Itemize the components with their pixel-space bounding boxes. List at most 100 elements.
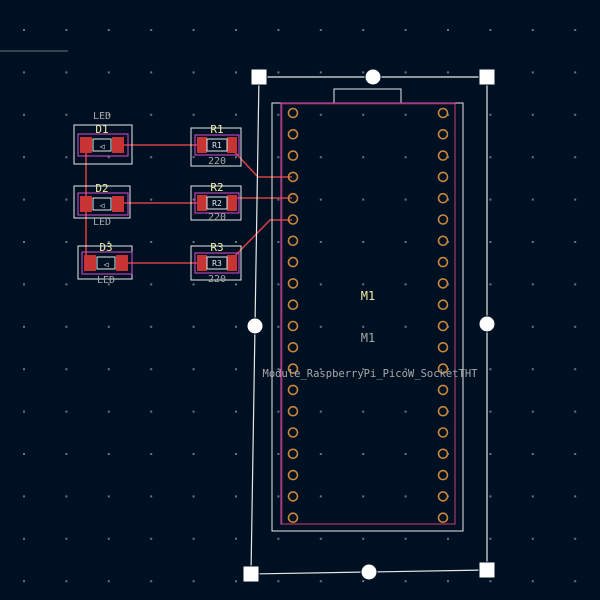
pad[interactable]: [84, 255, 96, 271]
pad[interactable]: [112, 196, 124, 212]
grid-dot: [531, 113, 534, 116]
footprint-r1[interactable]: R1 R1 220: [190, 123, 242, 167]
pin-hole[interactable]: [287, 278, 299, 289]
pin-hole[interactable]: [437, 512, 449, 524]
pin-hole[interactable]: [287, 448, 299, 460]
pin-hole[interactable]: [437, 107, 449, 119]
corner-handle-top-right[interactable]: [478, 68, 496, 86]
pin-hole[interactable]: [287, 469, 299, 481]
grid-dot: [192, 71, 195, 74]
grid-dot: [447, 580, 449, 583]
grid-dot: [489, 241, 492, 243]
pin-hole[interactable]: [437, 192, 449, 204]
pin-hole[interactable]: [437, 129, 449, 140]
pin-hole[interactable]: [437, 405, 449, 417]
grid-dot: [192, 410, 195, 413]
pin-hole[interactable]: [437, 214, 449, 225]
corner-handle-bottom-right[interactable]: [478, 561, 496, 579]
pin-hole[interactable]: [287, 363, 299, 374]
pin-hole[interactable]: [437, 171, 449, 183]
pin-hole[interactable]: [287, 235, 299, 247]
footprint-d1[interactable]: LED D1 ◁: [73, 111, 133, 165]
edit-handles[interactable]: [242, 68, 496, 583]
pin-hole[interactable]: [437, 278, 449, 289]
pin-hole[interactable]: [437, 150, 449, 161]
pin-hole[interactable]: [437, 320, 449, 332]
grid-dot: [150, 495, 153, 498]
midpoint-handle-left[interactable]: [246, 317, 264, 335]
pad[interactable]: [227, 137, 237, 153]
pad[interactable]: [80, 196, 92, 212]
grid-dot: [489, 29, 492, 31]
grid-dot: [319, 580, 322, 583]
pin-hole[interactable]: [287, 491, 299, 502]
grid-dot: [404, 198, 407, 201]
grid-dot: [531, 410, 534, 413]
pin-hole[interactable]: [287, 192, 299, 204]
grid-dot: [362, 283, 365, 286]
pad[interactable]: [80, 137, 92, 153]
pin-hole[interactable]: [287, 107, 299, 119]
pin-hole[interactable]: [437, 448, 449, 460]
pin-hole[interactable]: [437, 491, 449, 502]
pin-hole[interactable]: [437, 427, 449, 438]
pad[interactable]: [227, 195, 237, 211]
pin-hole[interactable]: [287, 405, 299, 417]
r2-reference: R2: [210, 181, 223, 194]
grid-dot: [150, 325, 153, 328]
grid-dot: [150, 198, 153, 201]
grid-dot: [277, 198, 280, 201]
pad[interactable]: [112, 137, 124, 153]
grid-dot: [235, 283, 237, 286]
midpoint-handle-bottom[interactable]: [360, 563, 378, 581]
pin-hole[interactable]: [437, 469, 449, 481]
pin-hole[interactable]: [287, 171, 299, 183]
corner-handle-bottom-left[interactable]: [242, 565, 260, 583]
grid-dot: [150, 410, 153, 413]
grid-dot: [574, 283, 577, 286]
track[interactable]: [227, 219, 292, 264]
grid-dot: [235, 495, 237, 498]
pin-hole[interactable]: [287, 427, 299, 438]
grid-dot: [319, 113, 322, 116]
pad[interactable]: [197, 137, 207, 153]
pin-hole[interactable]: [287, 384, 299, 396]
pin-hole[interactable]: [287, 150, 299, 161]
pin-hole[interactable]: [287, 129, 299, 140]
footprint-d3[interactable]: D3 ◁ LED: [77, 241, 133, 286]
pin-hole[interactable]: [287, 512, 299, 524]
footprint-d2[interactable]: D2 ◁ LED: [73, 182, 131, 228]
footprint-m1[interactable]: M1 M1 Module_RaspberryPi_PicoW_SocketTHT: [263, 88, 479, 532]
corner-handle-top-left[interactable]: [250, 68, 268, 86]
footprint-r2[interactable]: R2 R2 220: [190, 181, 242, 223]
grid-dot: [574, 410, 577, 413]
grid-dot: [319, 537, 322, 540]
pin-hole[interactable]: [287, 299, 299, 311]
pin-hole[interactable]: [437, 384, 449, 396]
pad[interactable]: [197, 195, 207, 211]
pin-hole[interactable]: [437, 256, 449, 268]
grid-dot: [574, 368, 577, 371]
grid-dot: [107, 325, 110, 328]
midpoint-handle-right[interactable]: [478, 315, 496, 333]
pin-hole[interactable]: [437, 341, 449, 353]
grid-dot: [277, 113, 280, 116]
grid-dot: [319, 453, 322, 455]
pad[interactable]: [197, 255, 207, 271]
pin-hole[interactable]: [287, 256, 299, 268]
grid-dot: [531, 241, 534, 243]
grid-dot: [404, 537, 407, 540]
midpoint-handle-top[interactable]: [364, 68, 382, 86]
footprint-r3[interactable]: R3 R3 220: [190, 241, 242, 285]
pin-hole[interactable]: [287, 214, 299, 225]
pad[interactable]: [227, 255, 237, 271]
d1-reference: D1: [95, 123, 108, 136]
pin-hole[interactable]: [287, 320, 299, 332]
grid-dot: [277, 495, 280, 498]
pin-hole[interactable]: [437, 235, 449, 247]
pad[interactable]: [116, 255, 128, 271]
pin-hole[interactable]: [437, 299, 449, 311]
pin-hole[interactable]: [287, 341, 299, 353]
pin-hole[interactable]: [437, 363, 449, 374]
